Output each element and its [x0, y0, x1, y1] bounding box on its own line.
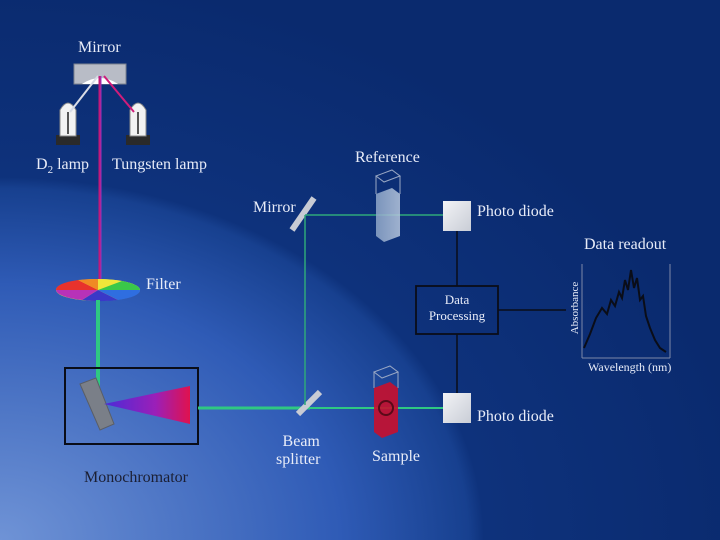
photodiode-bottom-icon [443, 393, 471, 423]
d2-beam [69, 75, 99, 113]
wavelength-axis-label: Wavelength (nm) [588, 360, 672, 374]
d2-lamp-main-text: D [36, 156, 48, 173]
tungsten-lamp-label: Tungsten lamp [112, 156, 207, 173]
data-readout-label: Data readout [584, 236, 667, 253]
absorbance-axis-label: Absorbance [569, 281, 581, 335]
spectrum-plot-icon [581, 264, 671, 359]
d2-lamp-rest-text: lamp [53, 156, 90, 173]
d2-lamp-label: D2 lamp [36, 156, 89, 176]
photodiode-top-icon [443, 201, 471, 231]
data-processing-line2: Processing [428, 308, 486, 324]
beam-splitter-label: Beam splitter [276, 433, 320, 468]
mid-mirror-icon [289, 196, 317, 232]
d2-lamp-subscript: 2 [47, 164, 54, 177]
monochromator-box [64, 367, 199, 445]
filter-wheel-icon [55, 278, 141, 302]
photo-diode-top-label: Photo diode [477, 203, 554, 220]
beam-splitter-icon [295, 389, 323, 417]
data-processing-line1: Data [444, 292, 470, 307]
tungsten-beam [103, 75, 135, 113]
sample-cuvette-icon [372, 365, 400, 438]
grating-icon [79, 377, 115, 431]
filter-label: Filter [146, 276, 181, 293]
data-processing-box [415, 285, 499, 335]
beam-splitter-line2: splitter [276, 450, 321, 468]
reference-label: Reference [355, 149, 420, 166]
reference-cuvette-icon [374, 169, 402, 242]
photo-diode-bottom-label: Photo diode [477, 408, 554, 425]
monochromator-label: Monochromator [84, 469, 188, 486]
beam-splitter-line1: Beam [282, 433, 320, 450]
data-processing-label: Data Processing [416, 292, 498, 325]
mirror-mid-label: Mirror [253, 199, 296, 216]
sample-label: Sample [372, 448, 420, 465]
mirror-top-label: Mirror [78, 39, 121, 56]
d2-lamp-icon [56, 102, 80, 145]
prism-icon [104, 386, 190, 424]
